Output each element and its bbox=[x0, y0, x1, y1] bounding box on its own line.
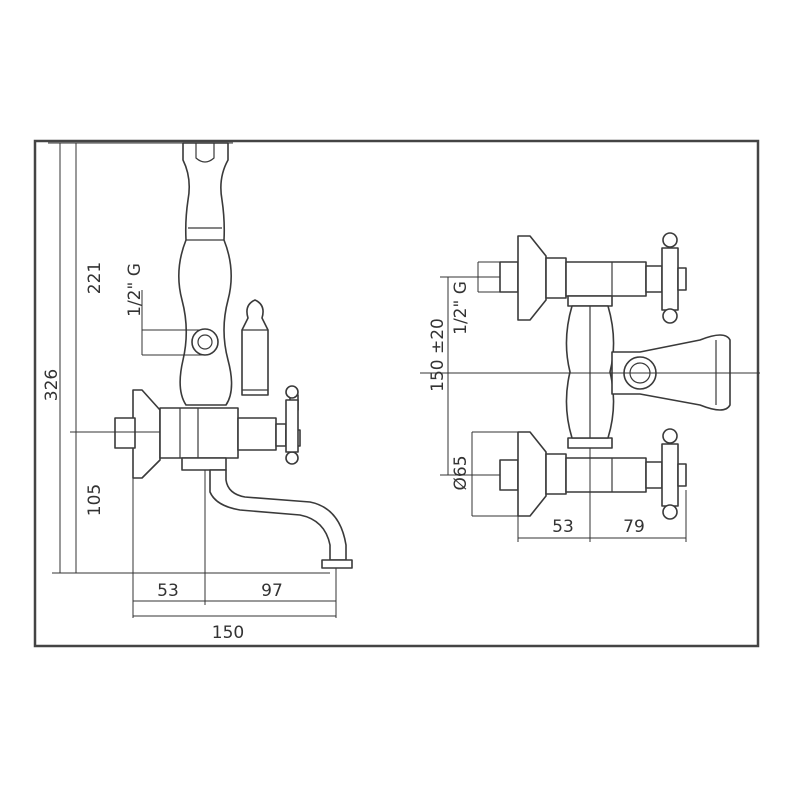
lower-inlet-flange bbox=[517, 431, 547, 517]
lower-cross-handle bbox=[661, 443, 679, 507]
dim-offset-a: 53 bbox=[157, 581, 179, 601]
spout-aerator bbox=[321, 559, 353, 569]
dim-offset-b: 97 bbox=[261, 581, 283, 601]
dim-thread-label: 1/2" G bbox=[125, 263, 145, 317]
right-view bbox=[499, 232, 731, 520]
dim-upper-height: 221 bbox=[85, 262, 105, 294]
lower-inlet-nut bbox=[499, 459, 519, 491]
left-view bbox=[114, 142, 353, 569]
upper-valve-body bbox=[565, 261, 647, 297]
bath-spout bbox=[209, 469, 347, 561]
lever-handle bbox=[241, 299, 269, 396]
right-view-dimensions: 150 ±20 1/2" G Ø65 53 79 bbox=[420, 261, 760, 542]
wall-flange bbox=[132, 389, 161, 479]
dim-centres: 150 ±20 bbox=[428, 318, 448, 392]
upper-inlet-nut bbox=[499, 261, 519, 293]
lower-valve-body bbox=[565, 457, 647, 493]
body-collar bbox=[181, 457, 227, 471]
outlet-connector bbox=[191, 328, 219, 356]
dim-offset-b-right: 79 bbox=[623, 517, 645, 537]
dim-offset-a-right: 53 bbox=[552, 517, 574, 537]
dim-outlet-height: 105 bbox=[85, 484, 105, 516]
dim-diameter: Ø65 bbox=[451, 455, 471, 490]
holder-fork bbox=[195, 143, 215, 163]
dim-thread-label-right: 1/2" G bbox=[451, 281, 471, 335]
upper-cross-handle bbox=[661, 247, 679, 311]
left-view-dimensions: 326 221 105 1/2" G 53 97 150 bbox=[42, 142, 337, 643]
dim-total-height: 326 bbox=[42, 369, 62, 401]
mixer-body bbox=[159, 407, 239, 459]
dim-total-width: 150 bbox=[212, 623, 244, 643]
shower-holder-column bbox=[178, 142, 233, 406]
upper-inlet-flange bbox=[517, 235, 547, 321]
drawing-frame bbox=[33, 139, 760, 648]
valve-stem bbox=[237, 417, 277, 451]
wall-nut bbox=[114, 417, 136, 449]
